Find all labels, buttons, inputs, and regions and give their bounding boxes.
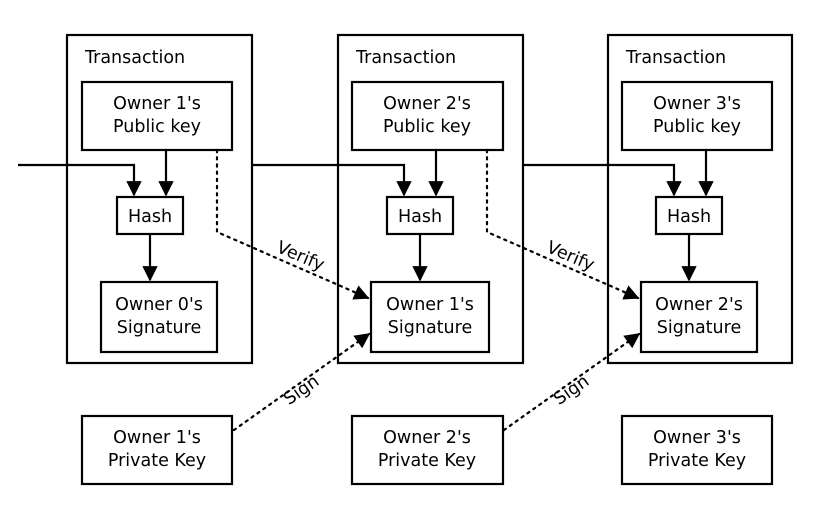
public-key-line1-1: Owner 1's — [113, 94, 201, 114]
public-key-box-3 — [620, 80, 774, 152]
signature-line1-2: Owner 1's — [386, 295, 474, 315]
private-key-line2-2: Private Key — [378, 451, 476, 471]
arrow-chain-to-hash-1 — [18, 163, 142, 197]
private-key-2: Owner 2's Private Key — [350, 414, 505, 486]
transaction-title-1: Transaction — [84, 48, 185, 68]
transaction-frame-2 — [336, 33, 525, 365]
signature-line2-3: Signature — [657, 318, 741, 338]
signature-line1-3: Owner 2's — [655, 295, 743, 315]
verify-arrow-1 — [215, 148, 370, 300]
private-key-box-1 — [80, 414, 234, 486]
hash-box-3 — [654, 195, 724, 236]
arrow-chain-to-hash-3 — [523, 163, 682, 197]
transaction-frame-1 — [65, 33, 254, 365]
signature-line1-1: Owner 0's — [115, 295, 203, 315]
private-key-line2-3: Private Key — [648, 451, 746, 471]
verify-label-1: Verify — [274, 238, 328, 276]
sign-arrow-1 — [232, 332, 371, 432]
transaction-title-3: Transaction — [625, 48, 726, 68]
sign-arrow-2 — [502, 332, 641, 432]
public-key-line1-3: Owner 3's — [653, 94, 741, 114]
private-key-box-2 — [350, 414, 505, 486]
private-key-box-3 — [620, 414, 774, 486]
public-key-box-1 — [80, 80, 234, 152]
transaction-block-1: Transaction Owner 1's Public key Hash Ow… — [65, 33, 254, 365]
public-key-line2-3: Public key — [653, 117, 741, 137]
private-key-line2-1: Private Key — [108, 451, 206, 471]
signature-line2-1: Signature — [117, 318, 201, 338]
transaction-block-2: Transaction Owner 2's Public key Hash Ow… — [336, 33, 525, 365]
public-key-box-2 — [350, 80, 505, 152]
private-key-3: Owner 3's Private Key — [620, 414, 774, 486]
transaction-frame-3 — [606, 33, 794, 365]
arrow-chain-to-hash-2 — [252, 163, 412, 197]
transaction-block-3: Transaction Owner 3's Public key Hash Ow… — [606, 33, 794, 365]
signature-box-2 — [369, 280, 491, 354]
private-key-1: Owner 1's Private Key — [80, 414, 234, 486]
signature-line2-2: Signature — [388, 318, 472, 338]
hash-label-2: Hash — [398, 207, 442, 227]
transaction-title-2: Transaction — [355, 48, 456, 68]
private-key-line1-3: Owner 3's — [653, 428, 741, 448]
hash-label-3: Hash — [667, 207, 711, 227]
private-key-line1-2: Owner 2's — [383, 428, 471, 448]
verify-label-2: Verify — [544, 238, 598, 276]
verify-arrow-2 — [485, 148, 640, 300]
private-key-line1-1: Owner 1's — [113, 428, 201, 448]
public-key-line2-1: Public key — [113, 117, 201, 137]
signature-box-1 — [99, 280, 219, 354]
public-key-line2-2: Public key — [383, 117, 471, 137]
sign-label-1: Sign — [280, 371, 323, 409]
signature-box-3 — [639, 280, 759, 354]
public-key-line1-2: Owner 2's — [383, 94, 471, 114]
sign-label-2: Sign — [550, 371, 593, 409]
hash-label-1: Hash — [128, 207, 172, 227]
